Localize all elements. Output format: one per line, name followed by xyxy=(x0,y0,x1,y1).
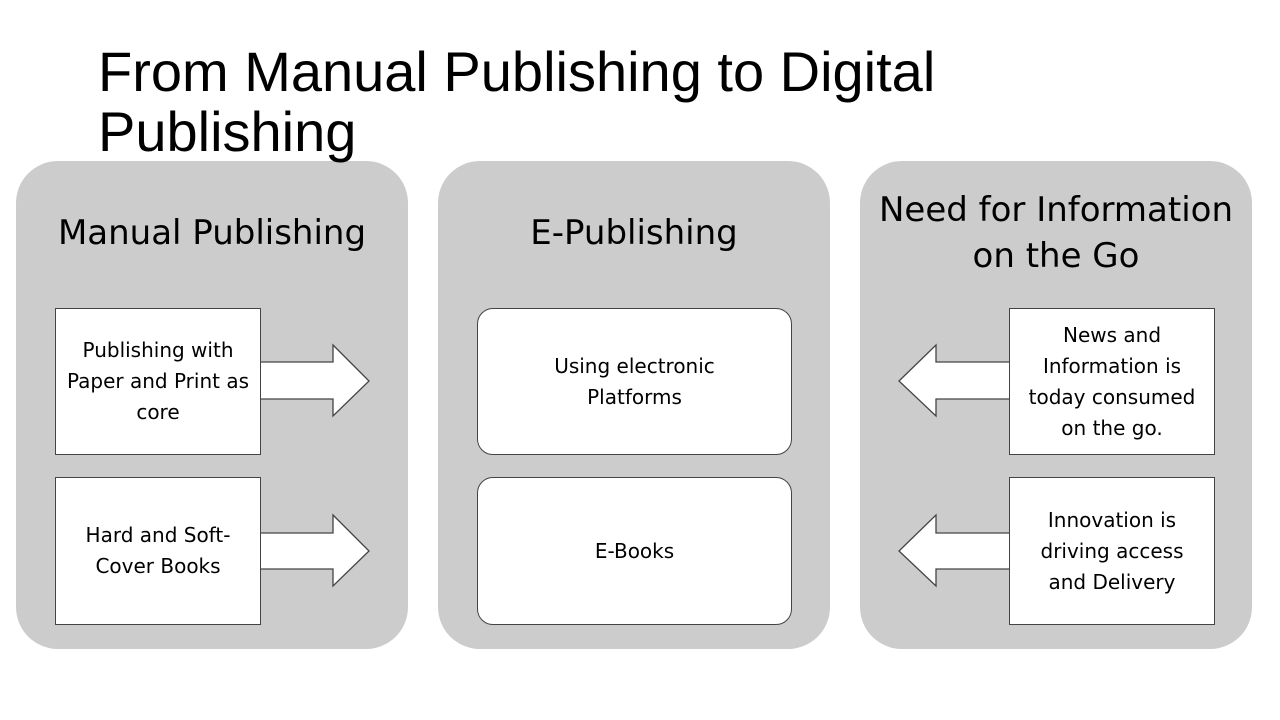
item-box: E-Books xyxy=(477,477,792,625)
item-box: News and Information is today consumed o… xyxy=(1009,308,1215,455)
item-box: Innovation is driving access and Deliver… xyxy=(1009,477,1215,625)
panel-heading: Manual Publishing xyxy=(57,213,367,253)
panel-heading: E-Publishing xyxy=(530,213,738,253)
slide-title: From Manual Publishing to Digital Publis… xyxy=(98,40,936,163)
item-text: E-Books xyxy=(594,538,675,563)
item-box: Using electronic Platforms xyxy=(477,308,792,455)
item-text: Hard and Soft-Cover Books xyxy=(85,523,231,578)
item-box: Publishing with Paper and Print as core xyxy=(55,308,261,455)
item-box: Hard and Soft-Cover Books xyxy=(55,477,261,625)
item-text: Innovation is driving access and Deliver… xyxy=(1040,507,1184,594)
item-text: News and Information is today consumed o… xyxy=(1028,322,1196,440)
item-text: Publishing with Paper and Print as core xyxy=(66,338,250,424)
panel-heading: Need for Information on the Go xyxy=(878,190,1234,276)
item-text: Using electronic Platforms xyxy=(554,353,715,409)
